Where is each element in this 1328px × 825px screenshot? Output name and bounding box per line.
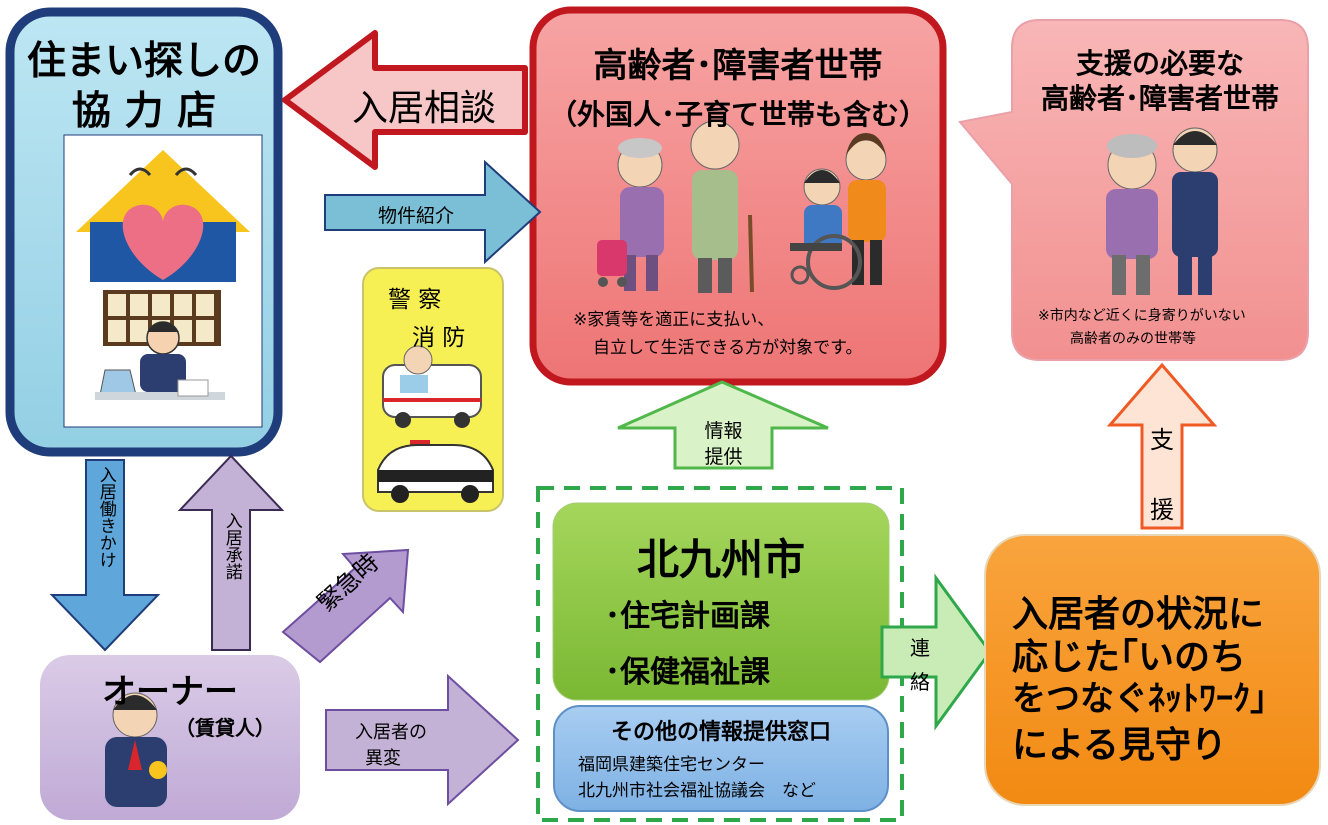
- network-line4: による見守り: [1012, 725, 1227, 766]
- other-window-title: その他の情報提供窓口: [610, 720, 831, 745]
- network-line2: 応じた｢いのち: [1012, 637, 1247, 678]
- approval-label: 入居承諾: [212, 512, 250, 586]
- support-needed-title-line1: 支援の必要な: [1075, 47, 1244, 80]
- wheelchair-figures: [790, 133, 887, 290]
- info-provision-label-1: 情報: [704, 420, 743, 442]
- emergency-arrow: [281, 548, 410, 664]
- elderly-figures: [597, 120, 754, 293]
- info-provision-arrow: [617, 380, 829, 470]
- contact-label-1: 連: [910, 636, 930, 660]
- shop-title-line1: 住まい探しの: [26, 39, 261, 84]
- property-intro-arrow: [324, 159, 542, 265]
- support-needed-title-line2: 高齢者･障害者世帯: [1040, 82, 1279, 115]
- approval-arrow: [177, 454, 285, 651]
- shop-title-line2: 協 力 店: [71, 89, 217, 134]
- household-note-line2: 自立して生活できる方が対象です。: [593, 338, 863, 358]
- approval-text: 入居承諾: [221, 512, 242, 580]
- support-label-2: 援: [1150, 496, 1174, 524]
- police-label: 警 察: [388, 287, 442, 313]
- owner-figure: [105, 692, 167, 807]
- support-figures: [1106, 127, 1218, 295]
- other-window-box: [553, 705, 889, 812]
- fire-label: 消 防: [412, 325, 466, 351]
- encourage-label: 入居働きかけ: [86, 466, 124, 574]
- property-intro-label: 物件紹介: [378, 205, 455, 227]
- support-arrow: [1106, 362, 1218, 530]
- encourage-text: 入居働きかけ: [95, 466, 116, 568]
- city-title: 北九州市: [636, 535, 805, 584]
- city-dept-welfare: ･保健福祉課: [605, 655, 770, 690]
- abnormal-arrow: [325, 673, 520, 807]
- household-title: 高齢者･障害者世帯: [593, 46, 883, 86]
- support-label-1: 支: [1150, 426, 1174, 454]
- city-dept-housing: ･住宅計画課: [605, 599, 770, 634]
- abnormal-label-1: 入居者の: [355, 722, 427, 743]
- contact-label-2: 絡: [910, 670, 930, 694]
- household-note-line1: ※家賃等を適正に支払い、: [573, 310, 775, 330]
- police-car-icon: [377, 440, 494, 503]
- support-needed-note-line1: ※市内など近くに身寄りがいない: [1038, 308, 1246, 324]
- other-window-line1: 福岡県建築住宅センター: [578, 755, 765, 775]
- ambulance-icon: [382, 345, 482, 428]
- consultation-label: 入居相談: [352, 88, 497, 129]
- encourage-arrow: [49, 459, 161, 652]
- network-line1: 入居者の状況に: [1012, 594, 1265, 635]
- consultation-arrow: [282, 30, 528, 170]
- info-provision-label-2: 提供: [704, 446, 743, 468]
- household-subtitle: （外国人･子育て世帯も含む）: [548, 98, 927, 131]
- owner-title: オーナー: [102, 672, 238, 712]
- other-window-line2: 北九州市社会福祉協議会 など: [578, 781, 816, 801]
- owner-subtitle: （賃貸人）: [175, 716, 275, 740]
- network-box: [984, 534, 1321, 806]
- contact-arrow: [880, 573, 992, 731]
- abnormal-label-2: 異変: [365, 748, 401, 769]
- network-line3: をつなぐﾈｯﾄﾜｰｸ｣: [1012, 679, 1267, 719]
- support-needed-note-line2: 高齢者のみの世帯等: [1070, 331, 1196, 347]
- city-box: [552, 502, 890, 701]
